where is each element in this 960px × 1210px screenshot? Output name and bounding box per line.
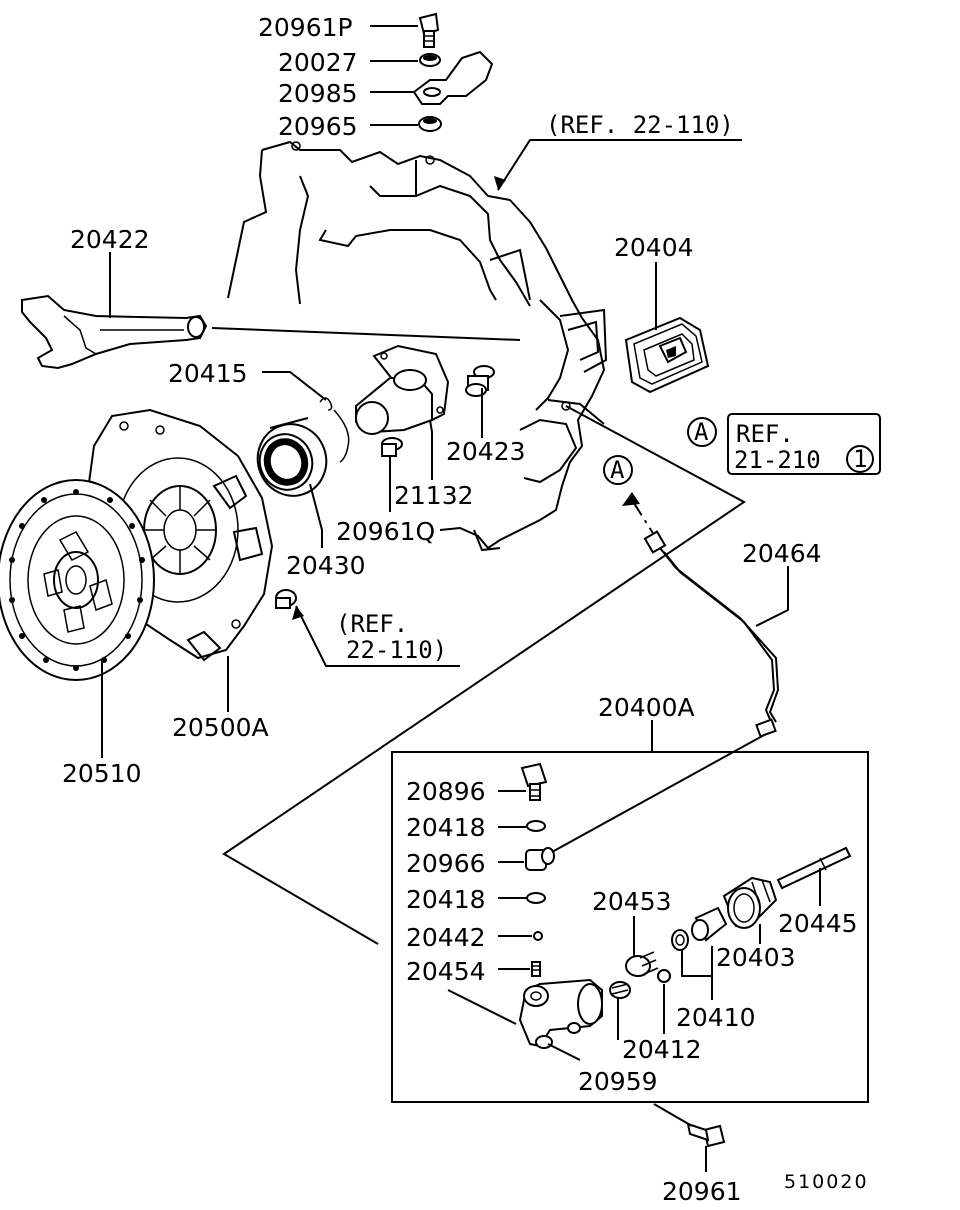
pilot-bushing-drawing (275, 589, 297, 609)
ref-box-line2: 21-210 (734, 446, 821, 474)
label-21132: 21132 (394, 481, 474, 510)
clutch-disc-20510-drawing (0, 479, 155, 681)
marker-a-line-letter: A (610, 456, 625, 484)
transmission-housing-drawing (227, 140, 608, 552)
marker-a-ref: A (687, 417, 717, 447)
boot-20403-drawing (722, 876, 778, 929)
label-20961Q: 20961Q (336, 517, 435, 546)
label-20959: 20959 (578, 1067, 658, 1096)
slave-cylinder-group-box (391, 751, 869, 1103)
label-20027: 20027 (278, 48, 358, 77)
label-20966: 20966 (406, 849, 486, 878)
label-20418-a: 20418 (406, 813, 486, 842)
label-20404: 20404 (614, 233, 694, 262)
ref-22-110-top: (REF. 22-110) (546, 111, 734, 139)
piston-20410-drawing (671, 906, 728, 951)
label-20454: 20454 (406, 957, 486, 986)
bolt-20961P-drawing (418, 12, 440, 48)
ref-box-circle-number: 1 (853, 445, 867, 473)
washer-20418a-drawing (526, 820, 546, 832)
pivot-20423-drawing (465, 365, 495, 397)
ref-22-110-mid-line1: (REF. (336, 610, 408, 638)
bracket-20985-drawing (412, 50, 494, 105)
boot-20404-drawing (624, 316, 710, 394)
label-20400A: 20400A (598, 693, 695, 722)
label-20896: 20896 (406, 777, 486, 806)
release-fork-20422-drawing (21, 294, 208, 370)
label-20464: 20464 (742, 539, 822, 568)
label-20430: 20430 (286, 551, 366, 580)
spring-small-drawing (609, 981, 631, 999)
marker-a-ref-letter: A (694, 418, 709, 446)
ref-22-110-mid-line2: 22-110) (346, 636, 447, 664)
release-bearing-20430-drawing (256, 417, 328, 497)
seal-20412-drawing (657, 969, 671, 983)
label-20961: 20961 (662, 1177, 742, 1206)
bleeder-20454-drawing (531, 961, 541, 977)
push-rod-20445-drawing (776, 846, 852, 890)
diagram-code: 510020 (784, 1171, 869, 1193)
label-20985: 20985 (278, 79, 358, 108)
ref-box-21-210: REF. 21-210 1 (727, 413, 881, 475)
ref-box-line1: REF. (736, 420, 794, 448)
cap-20442-drawing (533, 931, 543, 941)
label-20500A: 20500A (172, 713, 269, 742)
marker-a-line: A (603, 455, 633, 485)
label-20961P: 20961P (258, 13, 353, 42)
bolt-20961Q-drawing (381, 437, 403, 457)
bolt-20896-drawing (520, 762, 548, 801)
label-20453: 20453 (592, 887, 672, 916)
label-20415: 20415 (168, 359, 248, 388)
washer-20965-drawing (418, 116, 442, 132)
label-20412: 20412 (622, 1035, 702, 1064)
washer-20418b-drawing (526, 892, 546, 904)
label-20965: 20965 (278, 112, 358, 141)
clutch-line-20464-drawing (643, 530, 780, 738)
union-20966-drawing (525, 847, 555, 871)
bolt-20961-drawing (686, 1122, 726, 1148)
label-20442: 20442 (406, 923, 486, 952)
retainer-21132-drawing (355, 344, 450, 435)
slave-cylinder-20959-drawing (518, 978, 603, 1049)
label-20418-b: 20418 (406, 885, 486, 914)
label-20510: 20510 (62, 759, 142, 788)
label-20410: 20410 (676, 1003, 756, 1032)
label-20423: 20423 (446, 437, 526, 466)
washer-20027-drawing (419, 53, 441, 67)
label-20403: 20403 (716, 943, 796, 972)
label-20445: 20445 (778, 909, 858, 938)
label-20422: 20422 (70, 225, 150, 254)
spring-20453-drawing (625, 951, 659, 977)
